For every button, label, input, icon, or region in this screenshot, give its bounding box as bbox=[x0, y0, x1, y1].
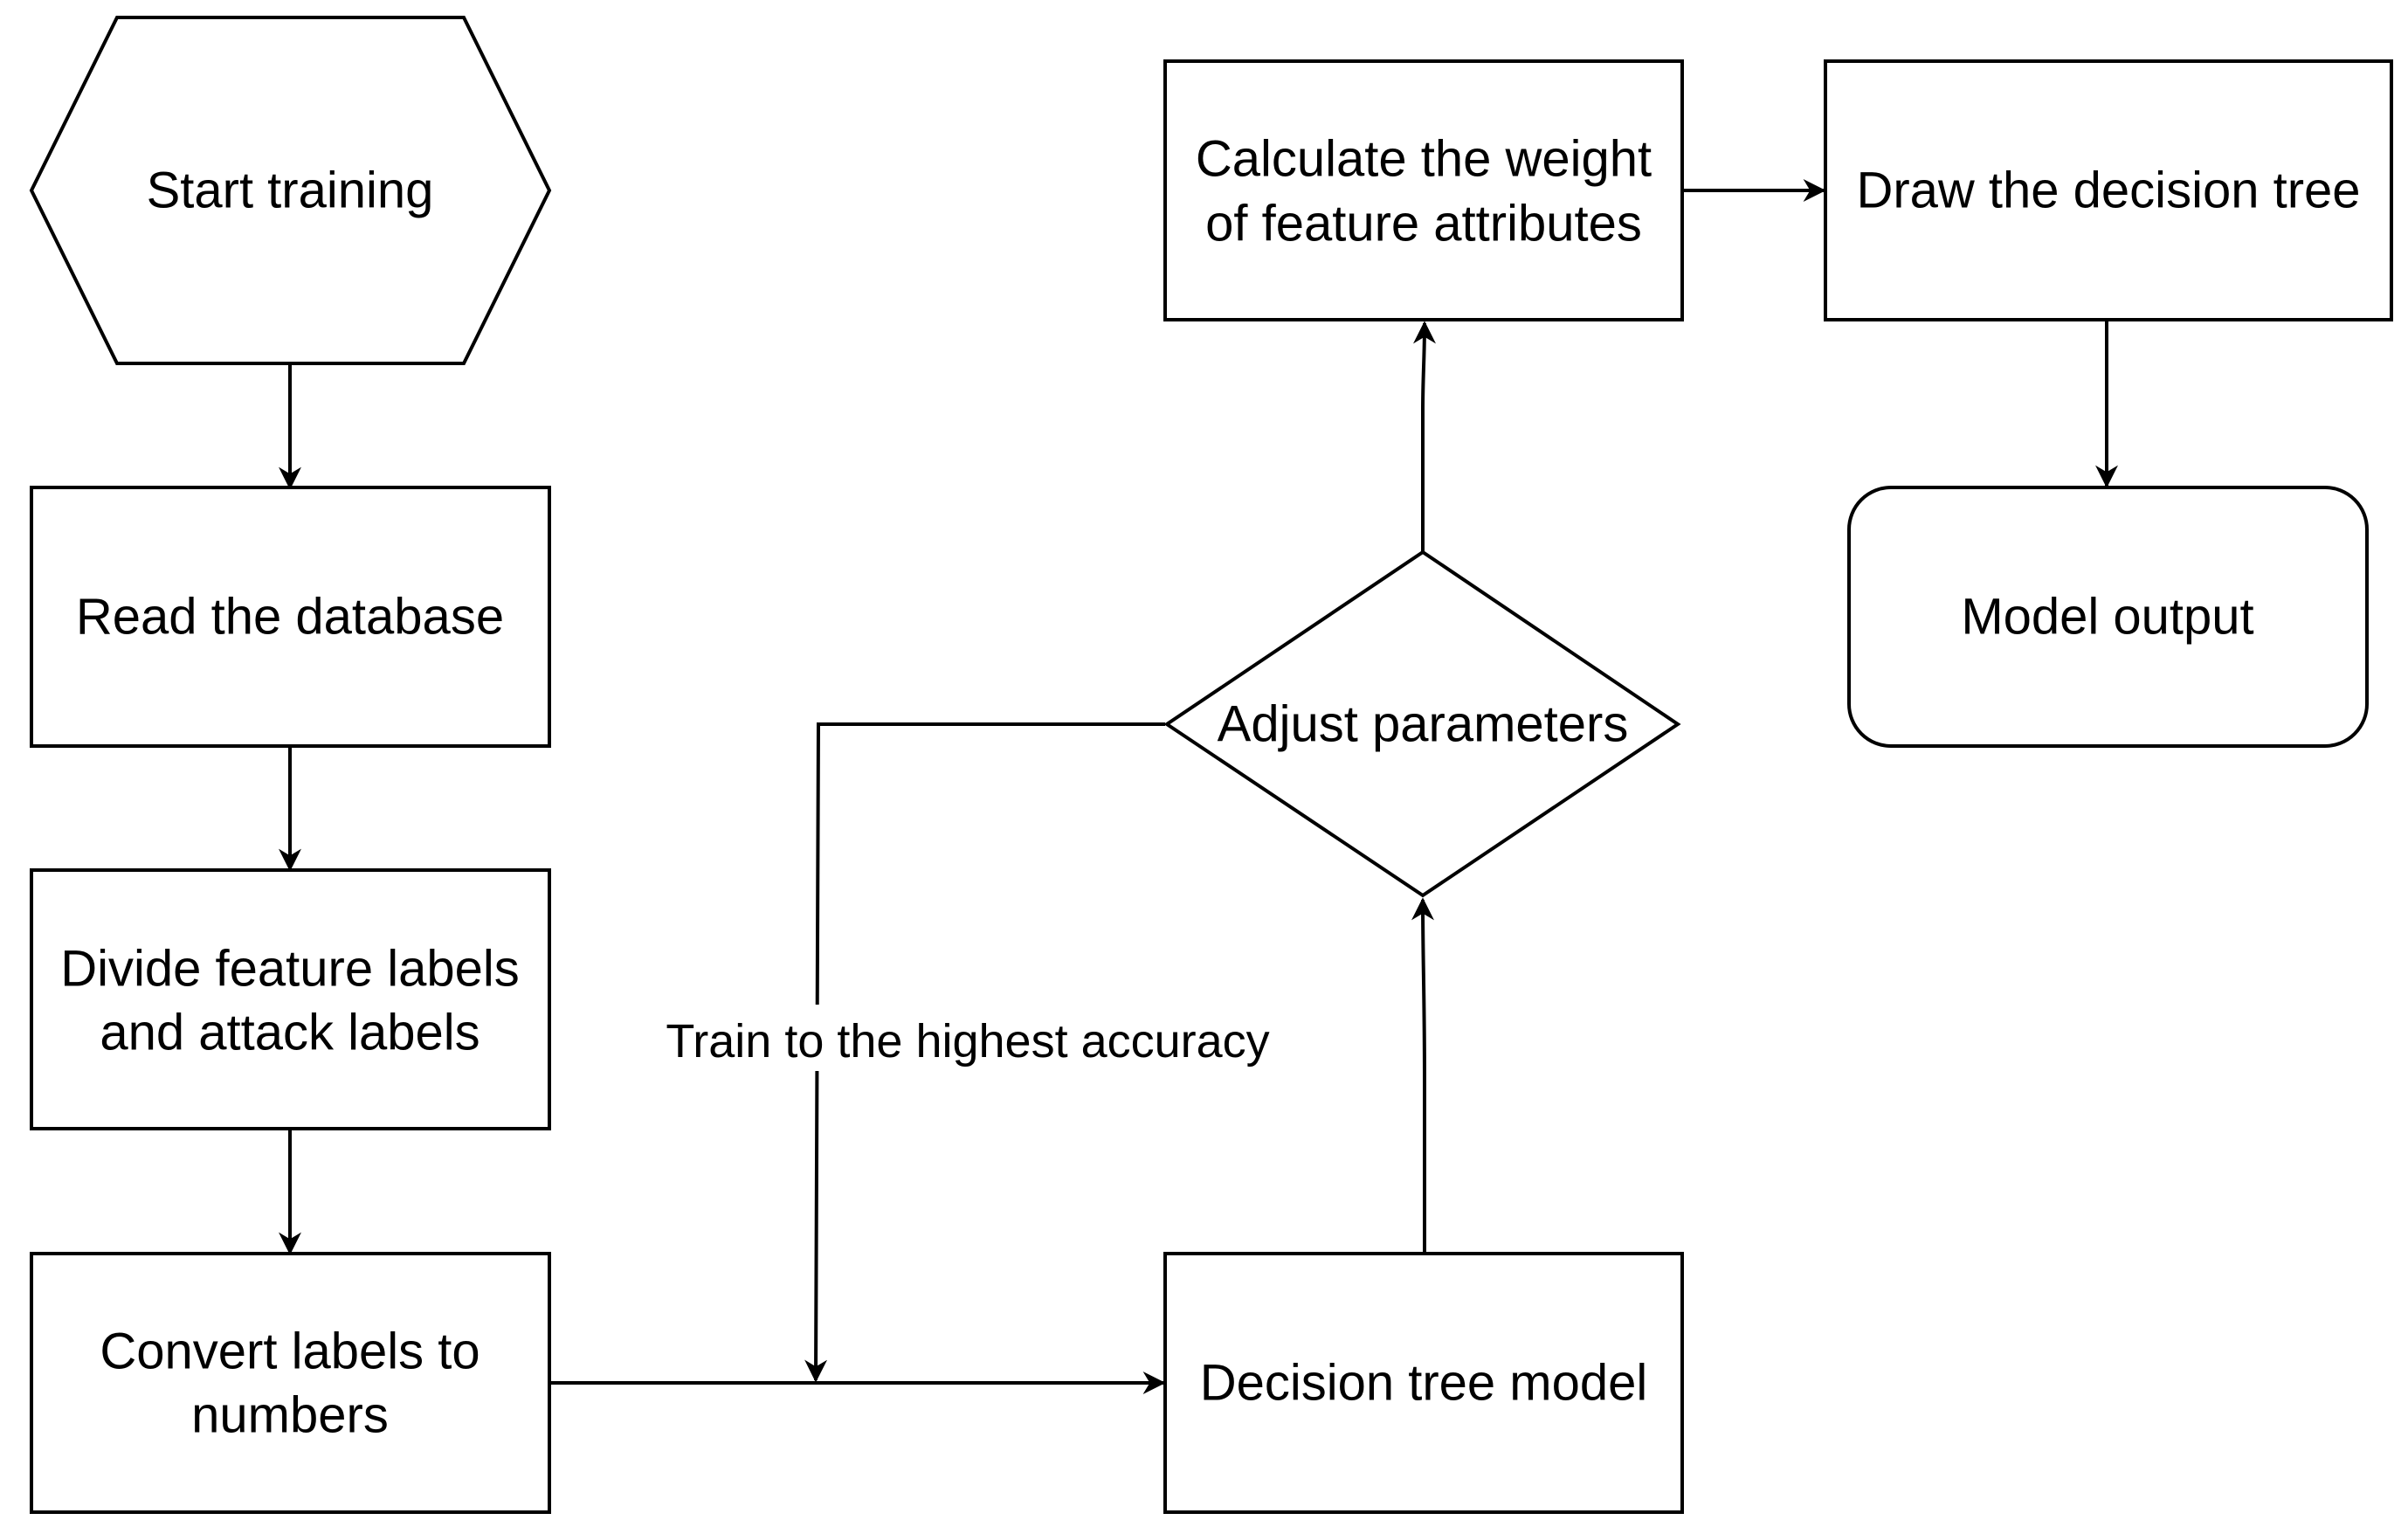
node-model-output-label: Model output bbox=[1961, 589, 2253, 646]
node-start-training-label: Start training bbox=[147, 162, 434, 219]
node-adjust-parameters: Adjust parameters bbox=[1163, 549, 1681, 898]
node-calculate-weight-line1: Calculate the weight bbox=[1196, 131, 1652, 188]
node-convert-labels: Convert labels to numbers bbox=[30, 1252, 551, 1514]
node-decision-tree-model-label: Decision tree model bbox=[1200, 1355, 1648, 1412]
edge-adjust-to-weight bbox=[1412, 321, 1436, 552]
node-divide-labels-line1: Divide feature labels bbox=[60, 941, 520, 998]
node-adjust-parameters-label: Adjust parameters bbox=[1218, 696, 1629, 753]
node-convert-labels-line2: numbers bbox=[191, 1387, 389, 1444]
node-start-training: Start training bbox=[29, 16, 552, 365]
node-model-output: Model output bbox=[1847, 486, 2369, 748]
node-calculate-weight-line2: of feature attributes bbox=[1205, 196, 1642, 252]
node-draw-decision-tree-label: Draw the decision tree bbox=[1856, 162, 2360, 219]
edge-label-background bbox=[662, 1005, 1273, 1071]
node-convert-labels-line1: Convert labels to bbox=[100, 1323, 480, 1380]
node-decision-tree-model: Decision tree model bbox=[1163, 1252, 1684, 1514]
edge-label-feedback: Train to the highest accuracy bbox=[666, 1015, 1269, 1068]
edge-model-to-adjust bbox=[1411, 897, 1435, 1254]
node-divide-labels: Divide feature labels and attack labels bbox=[30, 868, 551, 1130]
edge-adjust-feedback bbox=[804, 722, 1165, 1383]
node-divide-labels-line2: and attack labels bbox=[100, 1005, 480, 1061]
node-read-database-label: Read the database bbox=[76, 589, 504, 646]
node-draw-decision-tree: Draw the decision tree bbox=[1824, 59, 2393, 321]
node-calculate-weight: Calculate the weight of feature attribut… bbox=[1163, 59, 1684, 321]
node-read-database: Read the database bbox=[30, 486, 551, 748]
